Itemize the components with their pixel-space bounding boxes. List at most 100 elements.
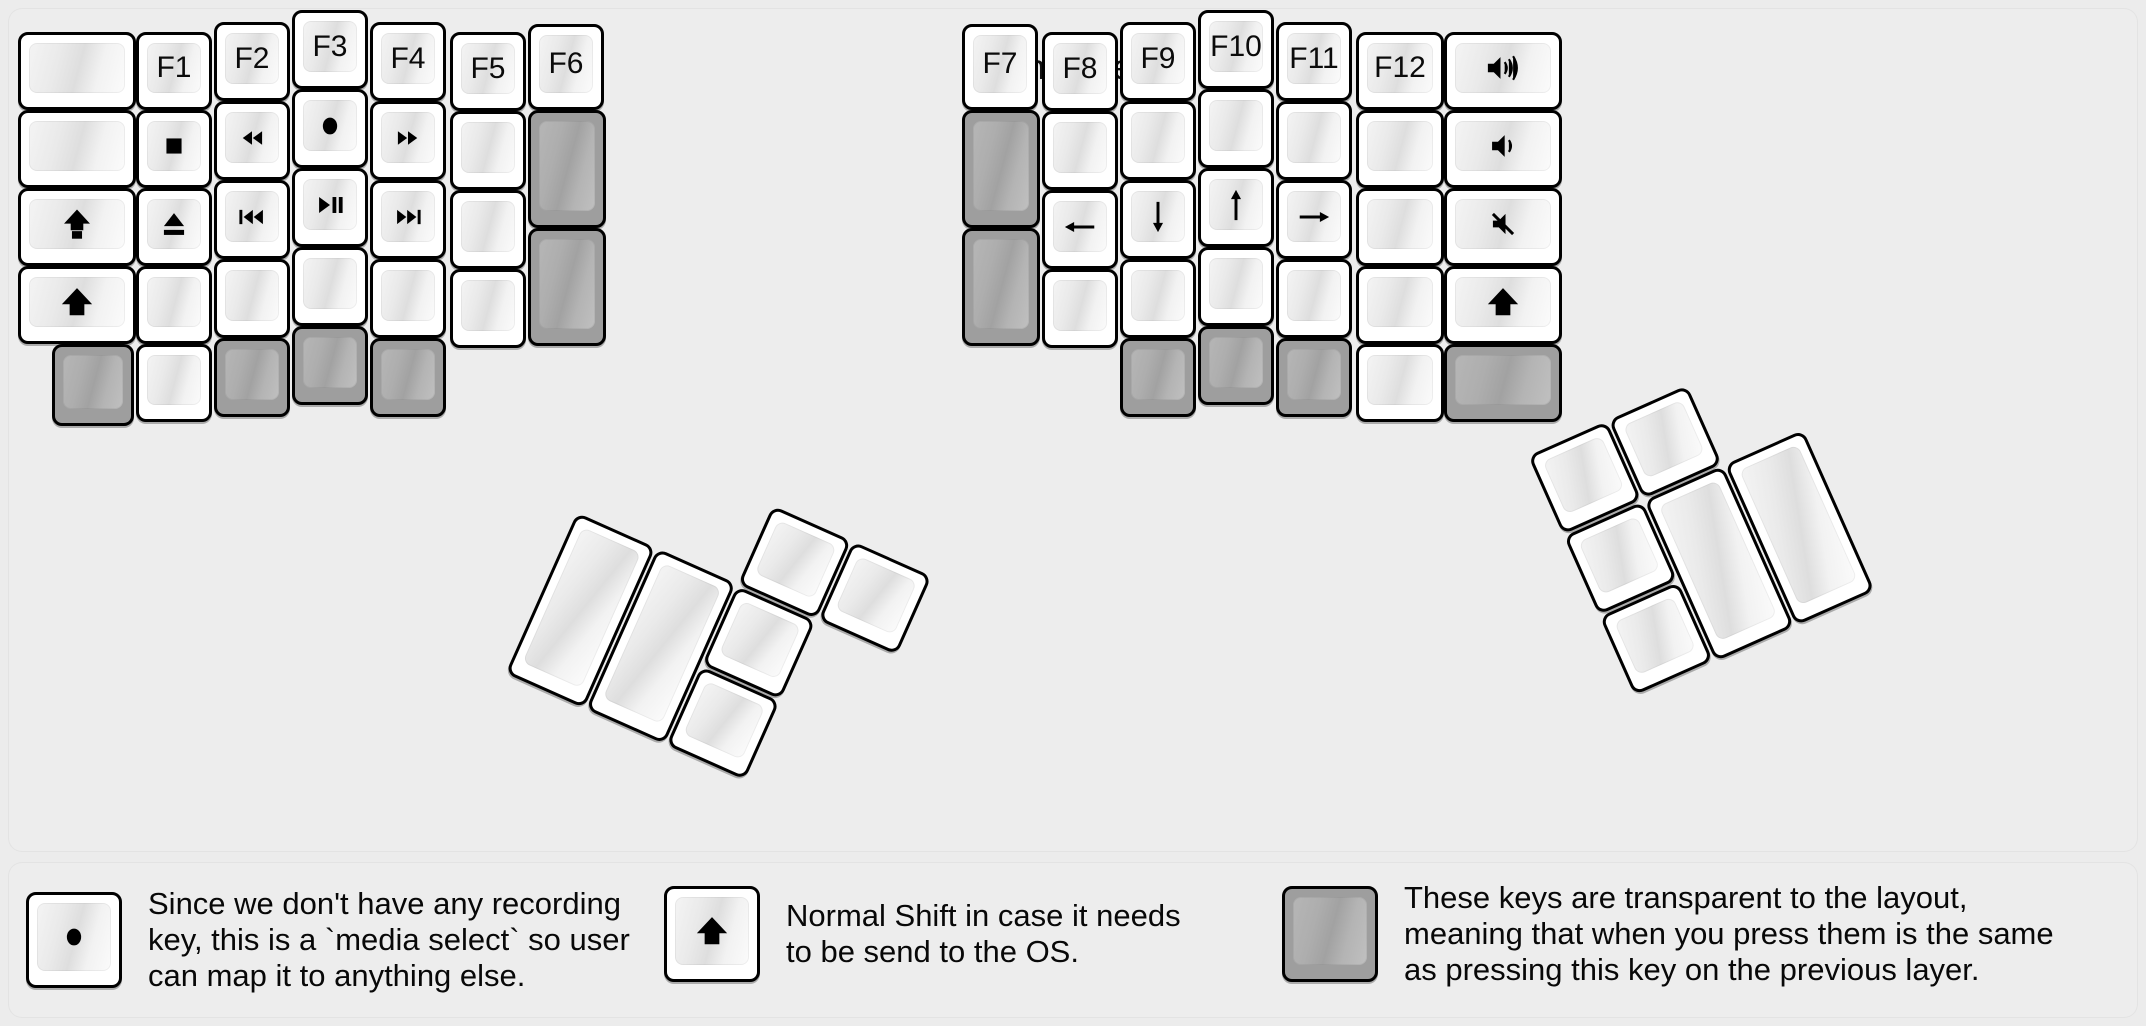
keycap-face [147, 121, 201, 171]
right-key-c3-r2[interactable] [1120, 101, 1196, 180]
key-label [835, 556, 917, 635]
left-key-c7-r1[interactable]: F6 [528, 24, 604, 110]
keycap-face [1209, 258, 1263, 309]
left-key-c5-r5[interactable] [370, 338, 446, 417]
left-key-c1-r4[interactable] [18, 266, 136, 344]
left-key-c3-r1[interactable]: F2 [214, 22, 290, 101]
right-key-c4-r2[interactable] [1198, 89, 1274, 168]
right-key-c6-r1[interactable]: F12 [1356, 32, 1444, 110]
left-key-c1-r2[interactable] [18, 110, 136, 188]
right-key-c1-r1[interactable]: F7 [962, 24, 1038, 110]
left-key-c5-r4[interactable] [370, 259, 446, 338]
left-key-c5-r2[interactable] [370, 101, 446, 180]
left-key-c3-r5[interactable] [214, 338, 290, 417]
left-key-c2-r3[interactable] [136, 188, 212, 266]
key-label [1367, 355, 1433, 405]
left-key-c6-r3[interactable] [450, 190, 526, 269]
left-key-c4-r1[interactable]: F3 [292, 10, 368, 89]
key-label [1209, 258, 1263, 309]
right-key-c4-r3[interactable] [1198, 168, 1274, 247]
right-key-c5-r2[interactable] [1276, 101, 1352, 180]
key-label [303, 337, 357, 388]
left-key-c3-r2[interactable] [214, 101, 290, 180]
key-label [381, 270, 435, 321]
keycap-face: F11 [1287, 33, 1341, 84]
left-key-c1-r3[interactable] [18, 188, 136, 266]
keycap-face [225, 112, 279, 163]
right-key-c7-r1[interactable] [1444, 32, 1562, 110]
caps-lock-icon [29, 199, 125, 249]
media-previous-icon [225, 191, 279, 242]
right-key-c2-r3[interactable] [1042, 190, 1118, 269]
right-key-c4-r5[interactable] [1198, 326, 1274, 405]
right-key-c7-r2[interactable] [1444, 110, 1562, 188]
right-key-c3-r1[interactable]: F9 [1120, 22, 1196, 101]
left-key-c4-r3[interactable] [292, 168, 368, 247]
media-fast-forward-icon [381, 112, 435, 163]
left-key-c5-r3[interactable] [370, 180, 446, 259]
right-key-c6-r2[interactable] [1356, 110, 1444, 188]
left-key-c6-r4[interactable] [450, 269, 526, 348]
left-key-c3-r4[interactable] [214, 259, 290, 338]
left-key-c2-r5[interactable] [136, 344, 212, 422]
key-label [461, 280, 515, 331]
left-key-c7-r3-transparent[interactable] [528, 228, 606, 346]
right-key-c6-r3[interactable] [1356, 188, 1444, 266]
keycap-face [461, 201, 515, 252]
keycap-face [461, 280, 515, 331]
left-key-c4-r2[interactable] [292, 89, 368, 168]
left-key-c2-r4[interactable] [136, 266, 212, 344]
right-key-c6-r5[interactable] [1356, 344, 1444, 422]
left-key-c7-r2-transparent[interactable] [528, 110, 606, 228]
keycap-face [1131, 112, 1185, 163]
legend-key-shift [664, 886, 760, 982]
left-key-c2-r1[interactable]: F1 [136, 32, 212, 110]
right-key-c5-r5[interactable] [1276, 338, 1352, 417]
left-key-c1-r1[interactable] [18, 32, 136, 110]
left-key-c3-r3[interactable] [214, 180, 290, 259]
key-label: F10 [1210, 29, 1262, 63]
key-label [1131, 270, 1185, 321]
legend-text-record: Since we don't have any recording key, t… [148, 886, 630, 993]
left-key-c5-r1[interactable]: F4 [370, 22, 446, 101]
keycap-face [29, 43, 125, 93]
right-key-c2-r1[interactable]: F8 [1042, 32, 1118, 111]
keycap-face [1287, 349, 1341, 400]
keycap-face [29, 121, 125, 171]
keycap-face [1293, 896, 1367, 965]
right-key-c7-r4[interactable] [1444, 266, 1562, 344]
key-label [1053, 122, 1107, 173]
left-key-c4-r4[interactable] [292, 247, 368, 326]
right-key-c3-r5[interactable] [1120, 338, 1196, 417]
right-key-c6-r4[interactable] [1356, 266, 1444, 344]
keycap-face [1053, 280, 1107, 331]
right-key-c5-r1[interactable]: F11 [1276, 22, 1352, 101]
legend-sample-key-0[interactable] [26, 891, 122, 988]
key-label [1209, 337, 1263, 388]
left-key-c4-r5[interactable] [292, 326, 368, 405]
left-key-c1-r5-transparent[interactable] [52, 344, 134, 426]
keycap-face [303, 179, 357, 230]
right-key-c4-r1[interactable]: F10 [1198, 10, 1274, 89]
right-key-c7-r5[interactable] [1444, 344, 1562, 422]
right-key-c3-r3[interactable] [1120, 180, 1196, 259]
right-key-c4-r4[interactable] [1198, 247, 1274, 326]
key-label [225, 270, 279, 321]
legend-sample-key-2[interactable] [1282, 885, 1378, 982]
legend-sample-key-1[interactable] [664, 886, 760, 982]
left-key-c2-r2[interactable] [136, 110, 212, 188]
right-key-c1-r2-transparent[interactable] [962, 110, 1040, 228]
keycap-face [225, 191, 279, 242]
right-key-c3-r4[interactable] [1120, 259, 1196, 338]
right-key-c5-r4[interactable] [1276, 259, 1352, 338]
key-label: F7 [982, 47, 1018, 80]
right-key-c2-r2[interactable] [1042, 111, 1118, 190]
right-key-c1-r3-transparent[interactable] [962, 228, 1040, 346]
right-key-c2-r4[interactable] [1042, 269, 1118, 348]
left-key-c6-r1[interactable]: F5 [450, 32, 526, 111]
right-key-c7-r3[interactable] [1444, 188, 1562, 266]
right-key-c5-r3[interactable] [1276, 180, 1352, 259]
keycap-face [225, 270, 279, 321]
left-key-c6-r2[interactable] [450, 111, 526, 190]
keycap-face [718, 600, 802, 680]
